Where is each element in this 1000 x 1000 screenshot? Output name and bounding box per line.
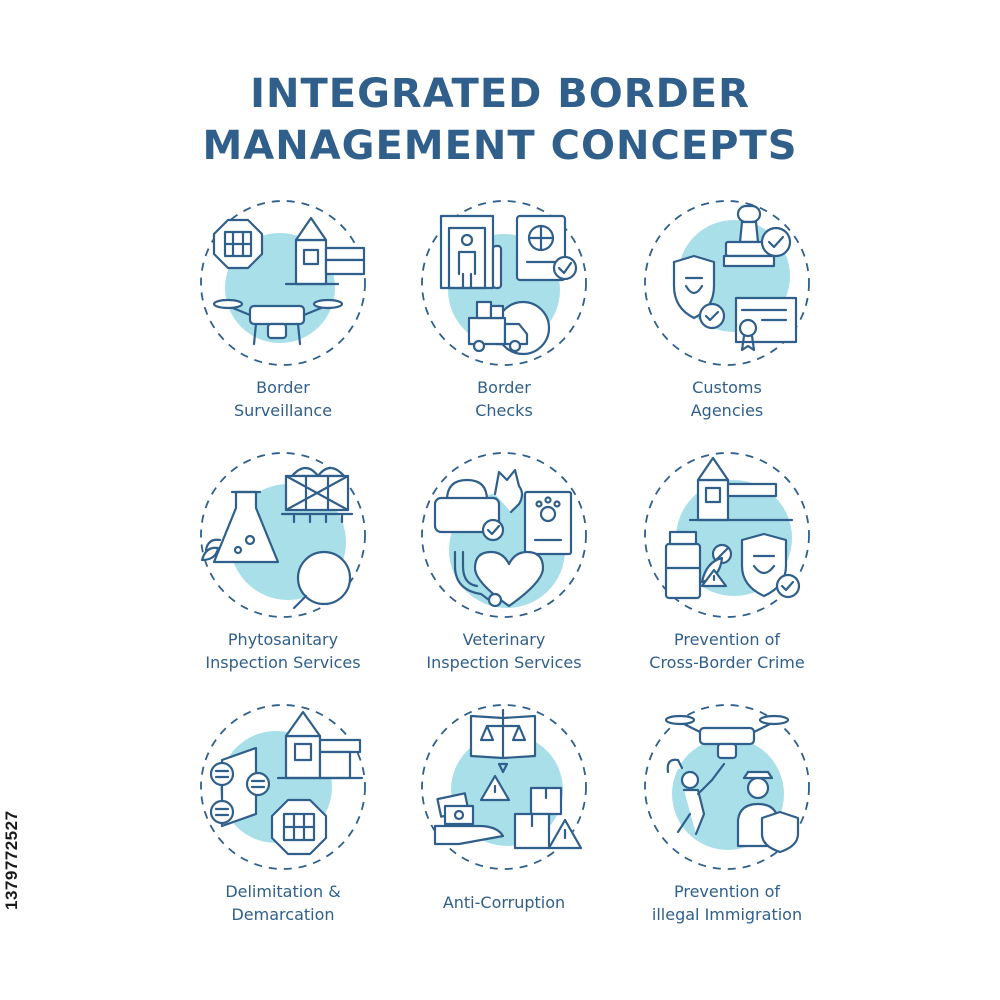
concept-label-line-1: Prevention of (673, 630, 781, 649)
concept-illegal-immigration: Prevention of illegal Immigration (577, 702, 877, 942)
title-line-1: INTEGRATED BORDER (250, 71, 750, 117)
concept-label-line-2: Inspection Services (426, 653, 582, 672)
concept-anti-corruption: Anti-Corruption (354, 702, 654, 942)
concept-label-line-1: Veterinary (462, 630, 546, 649)
phytosanitary-inspection-icon (200, 452, 366, 618)
concept-label: Customs Agencies (577, 376, 877, 422)
concept-label-line-1: Customs (692, 378, 762, 397)
concept-label-line-1: Phytosanitary (227, 630, 339, 649)
veterinary-inspection-icon (421, 452, 587, 618)
concept-label: Phytosanitary Inspection Services (133, 628, 433, 674)
concept-label: Border Checks (354, 376, 654, 422)
concept-label-line-1: Delimitation & (225, 882, 341, 901)
concept-label-line-2: Demarcation (231, 905, 335, 924)
illegal-immigration-prevention-icon (644, 704, 810, 870)
concept-delimitation-demarcation: Delimitation & Demarcation (133, 702, 433, 942)
concept-label: Prevention of illegal Immigration (577, 880, 877, 926)
stock-id: 1379772527 (2, 810, 21, 910)
concept-label-line-2: Cross-Border Crime (649, 653, 805, 672)
concept-label-line-1: Prevention of (673, 882, 781, 901)
customs-agencies-icon (644, 200, 810, 366)
concept-customs-agencies: Customs Agencies (577, 198, 877, 438)
concept-label-line-2: illegal Immigration (651, 905, 803, 924)
title-line-2: MANAGEMENT CONCEPTS (202, 123, 798, 169)
border-surveillance-icon (200, 200, 366, 366)
concept-label-line-1: Anti-Corruption (442, 893, 566, 912)
border-checks-icon (421, 200, 587, 366)
concept-label-line-2: Agencies (690, 401, 764, 420)
concept-label-line-1: Border (256, 378, 310, 397)
concept-label: Delimitation & Demarcation (133, 880, 433, 926)
cross-border-crime-prevention-icon (644, 452, 810, 618)
concept-border-surveillance: Border Surveillance (133, 198, 433, 438)
concept-phytosanitary-inspection: Phytosanitary Inspection Services (133, 450, 433, 690)
concept-label: Veterinary Inspection Services (354, 628, 654, 674)
concept-label: Prevention of Cross-Border Crime (577, 628, 877, 674)
delimitation-demarcation-icon (200, 704, 366, 870)
concept-border-checks: Border Checks (354, 198, 654, 438)
concept-label-line-2: Checks (475, 401, 533, 420)
concept-label-line-2: Surveillance (233, 401, 333, 420)
concept-label-line-1: Border (477, 378, 531, 397)
concept-cross-border-crime: Prevention of Cross-Border Crime (577, 450, 877, 690)
page-title: INTEGRATED BORDER MANAGEMENT CONCEPTS (0, 68, 1000, 172)
anti-corruption-icon (421, 704, 587, 870)
concept-label: Anti-Corruption (354, 880, 654, 914)
concept-label-line-2: Inspection Services (205, 653, 361, 672)
concept-veterinary-inspection: Veterinary Inspection Services (354, 450, 654, 690)
concept-label: Border Surveillance (133, 376, 433, 422)
